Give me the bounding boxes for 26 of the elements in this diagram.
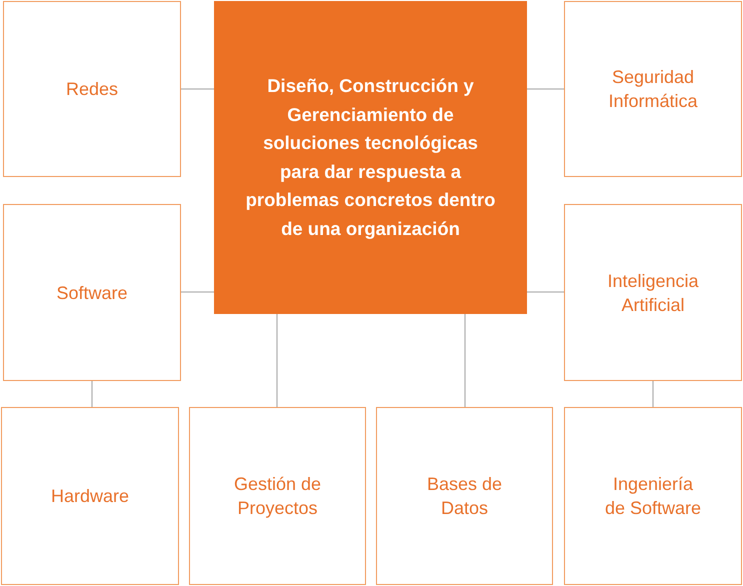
topic-box <box>564 407 742 585</box>
topic-label: Hardware <box>50 485 130 508</box>
connector-line <box>652 381 654 407</box>
topic-box <box>376 407 553 585</box>
connector-line <box>91 381 93 407</box>
central-topic-text: Diseño, Construcción y Gerenciamiento de soluciones tecnológicas para dar respuesta a problemas concretos dentro de una organización <box>244 74 496 241</box>
connector-line <box>527 291 564 293</box>
topic-box <box>3 1 181 177</box>
connector-line <box>181 88 214 90</box>
topic-label: Redes <box>66 78 118 101</box>
topic-box <box>3 204 181 381</box>
connector-line <box>276 314 278 407</box>
connector-line <box>464 314 466 407</box>
topic-label: Bases de Datos <box>426 473 504 520</box>
connector-line <box>181 291 214 293</box>
central-topic-box <box>214 1 527 314</box>
topic-label: Software <box>56 282 128 304</box>
topic-box <box>564 204 742 381</box>
topic-box <box>1 407 179 585</box>
topic-label: Gestión de Proyectos <box>232 473 322 520</box>
topic-box <box>564 1 742 177</box>
connector-line <box>527 88 564 90</box>
topic-label: Inteligencia Artificial <box>606 270 700 316</box>
topic-label: Ingeniería de Software <box>604 473 702 520</box>
topic-box <box>189 407 366 585</box>
topic-label: Seguridad Informática <box>607 66 699 113</box>
